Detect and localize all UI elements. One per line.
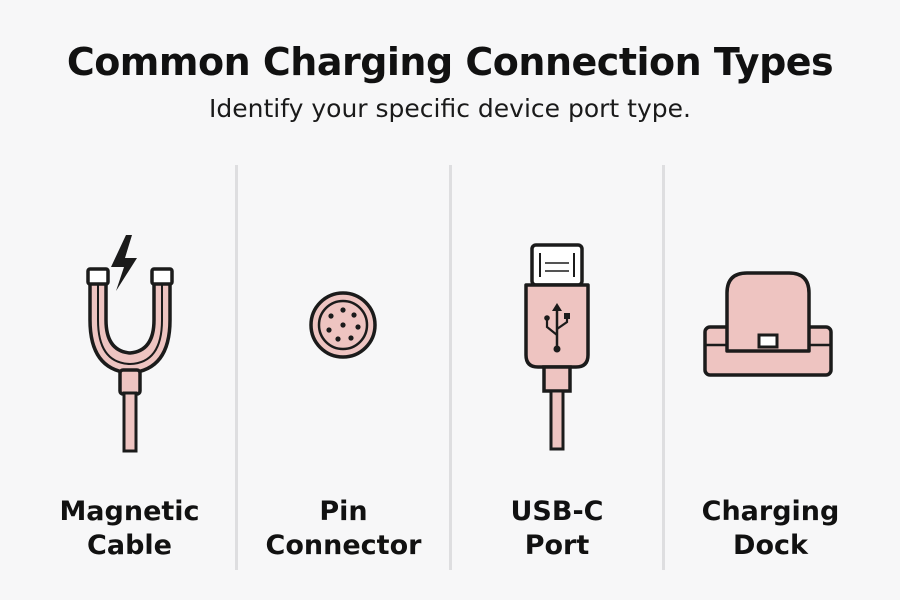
panel-usb-c-port: USB-C Port	[452, 165, 662, 595]
page-title: Common Charging Connection Types	[66, 40, 834, 84]
label-pin-connector: Pin Connector	[265, 496, 422, 561]
divider-2	[449, 165, 452, 570]
charging-dock-icon	[703, 271, 833, 377]
panel-pin-connector: Pin Connector	[238, 165, 449, 595]
label-magnetic-cable: Magnetic Cable	[59, 496, 200, 561]
divider-3	[662, 165, 665, 570]
label-usb-c-port: USB-C Port	[510, 496, 604, 561]
label-charging-dock: Charging Dock	[701, 496, 840, 561]
usb-c-port-icon	[524, 243, 590, 451]
panel-charging-dock: Charging Dock	[665, 165, 876, 595]
pin-connector-icon	[309, 291, 377, 359]
divider-1	[235, 165, 238, 570]
page-subtitle: Identify your specific device port type.	[209, 94, 691, 123]
panel-magnetic-cable: Magnetic Cable	[24, 165, 235, 595]
magnetic-cable-icon	[86, 235, 174, 453]
